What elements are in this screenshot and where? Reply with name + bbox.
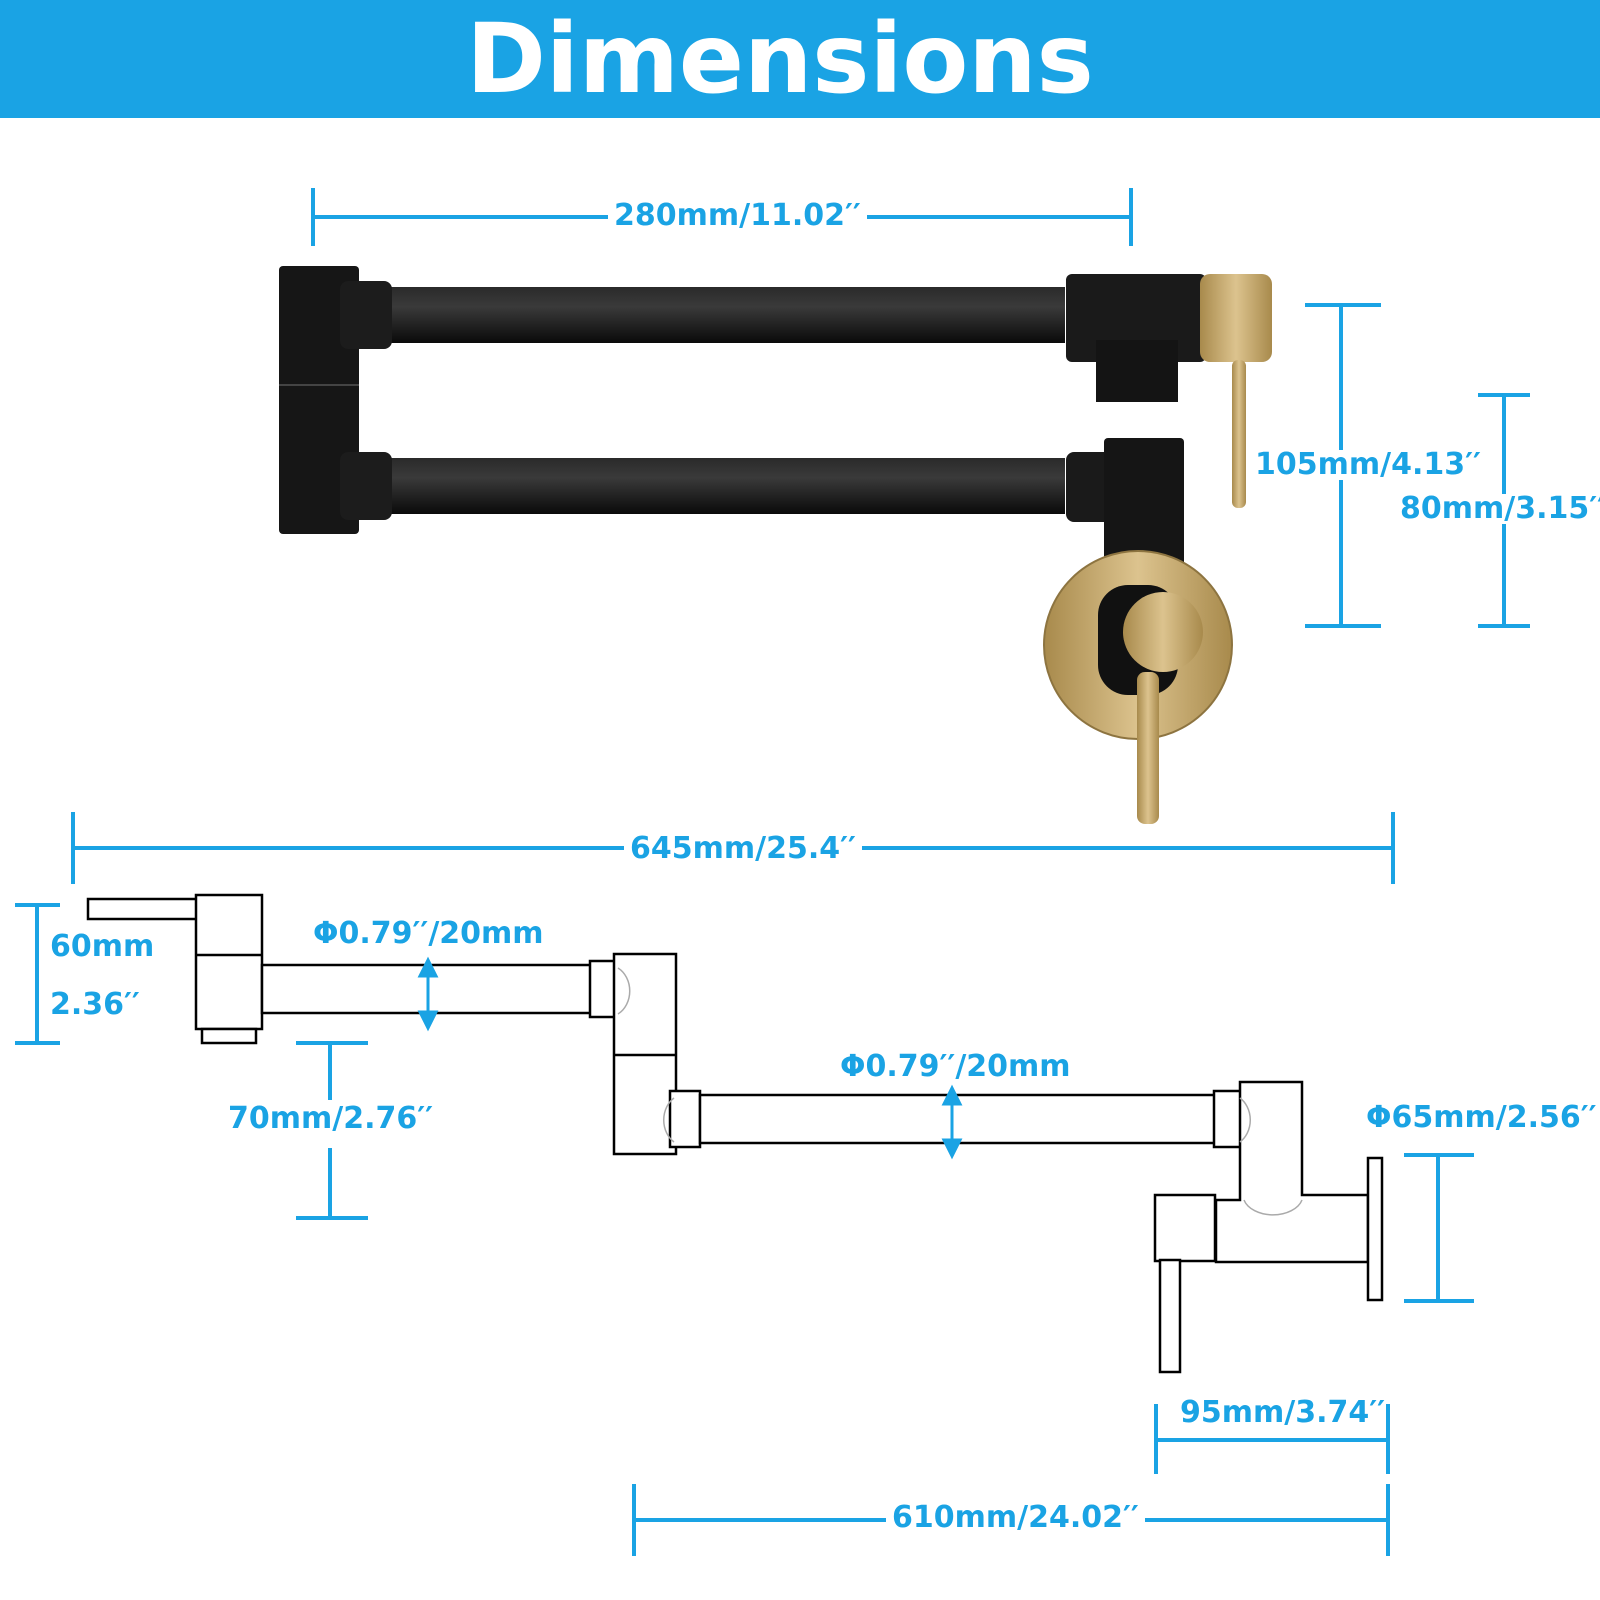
label-60mm: 60mm — [50, 929, 155, 964]
label-610mm: 610mm/24.02′′ — [886, 1503, 1145, 1533]
label-70mm: 70mm/2.76′′ — [228, 1101, 434, 1136]
label-pipe-diameter-lower: Φ0.79′′/20mm — [840, 1049, 1071, 1084]
lower-brass-lever — [1137, 672, 1159, 824]
drawing-flange — [1366, 1156, 1384, 1302]
lower-arm-pipe — [385, 458, 1065, 514]
drawing-bottom-lever — [1158, 1258, 1182, 1374]
title-banner: Dimensions — [0, 0, 1600, 118]
dim-line-65 — [1404, 1153, 1474, 1303]
label-2-36in: 2.36′′ — [50, 987, 140, 1022]
valve-knob — [1123, 592, 1203, 672]
diameter-arrow-upper — [417, 956, 439, 1032]
upper-brass-lever — [1232, 360, 1246, 508]
drawing-head — [194, 893, 264, 1031]
spout-outlet — [1096, 340, 1178, 402]
drawing-right-joint — [1214, 1080, 1370, 1264]
label-80mm: 80mm/3.15′′ — [1400, 494, 1600, 524]
label-95mm: 95mm/3.74′′ — [1180, 1395, 1386, 1430]
dim-line-60 — [15, 903, 60, 1045]
label-pipe-diameter-upper: Φ0.79′′/20mm — [313, 916, 544, 951]
dim-line-70 — [296, 1041, 368, 1220]
label-645mm: 645mm/25.4′′ — [624, 834, 862, 864]
page-title: Dimensions — [466, 3, 1094, 115]
swivel-column — [279, 266, 359, 534]
label-105mm: 105mm/4.13′′ — [1255, 447, 1481, 482]
faucet-top-view — [279, 266, 1272, 824]
label-65mm: Φ65mm/2.56′′ — [1366, 1100, 1597, 1135]
drawing-lever — [86, 897, 200, 921]
upper-brass-cap — [1200, 274, 1272, 362]
upper-elbow — [340, 281, 392, 349]
dim-line-95 — [1154, 1404, 1390, 1474]
diameter-arrow-lower — [941, 1084, 963, 1160]
lower-elbow — [340, 452, 392, 520]
upper-arm-pipe — [385, 287, 1065, 343]
label-280mm: 280mm/11.02′′ — [608, 201, 867, 231]
